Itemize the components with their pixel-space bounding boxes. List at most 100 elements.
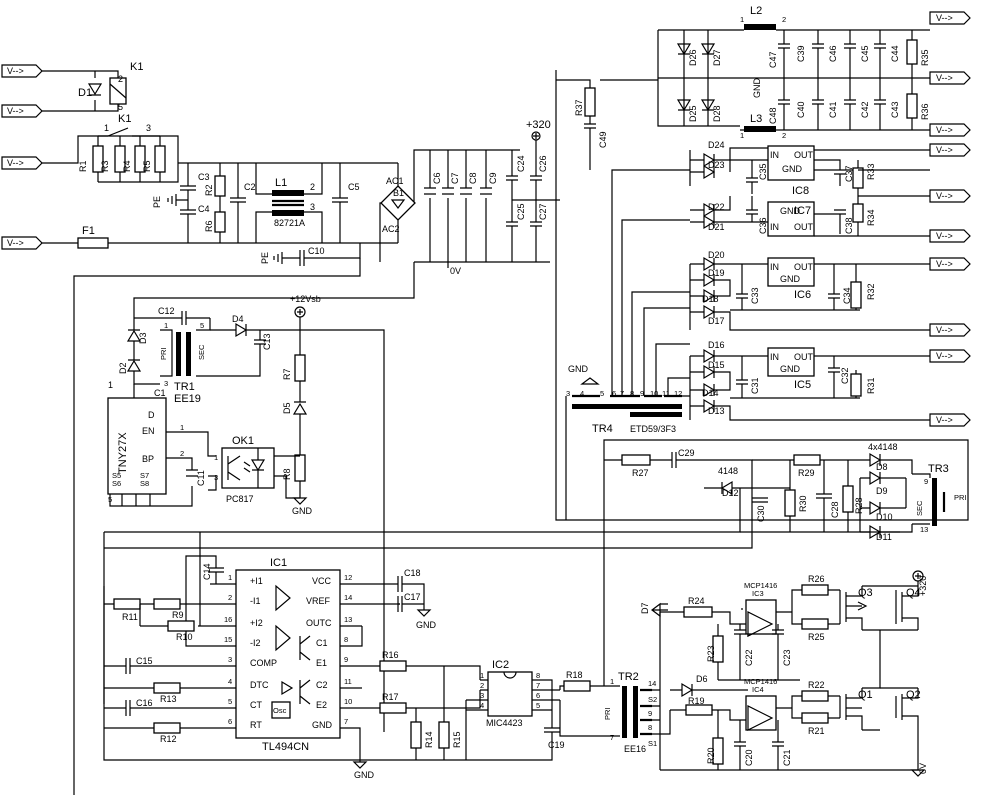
- svg-text:7: 7: [344, 717, 348, 726]
- svg-text:C4: C4: [198, 204, 210, 214]
- bulk-capacitors: C6 C7 C8 C9 0V: [414, 150, 550, 276]
- svg-text:C44: C44: [890, 45, 900, 62]
- svg-text:V-->: V-->: [936, 325, 953, 335]
- svg-text:4: 4: [228, 677, 232, 686]
- svg-text:1: 1: [480, 671, 484, 680]
- svg-text:VCC: VCC: [312, 576, 332, 586]
- svg-text:R27: R27: [632, 468, 649, 478]
- svg-text:C46: C46: [828, 45, 838, 62]
- svg-text:C10: C10: [308, 246, 325, 256]
- svg-text:L3: L3: [750, 113, 762, 125]
- svg-text:3: 3: [228, 655, 232, 664]
- input-connector-line: V-->: [1, 156, 43, 170]
- svg-text:V-->: V-->: [936, 125, 953, 135]
- svg-text:13: 13: [344, 615, 352, 624]
- ic1-left-pins: +I1 -I1 +I2 -I2 COMP DTC CT RT 1 2 16 15…: [224, 573, 277, 730]
- svg-text:6: 6: [612, 389, 616, 398]
- svg-text:14: 14: [344, 593, 352, 602]
- svg-text:R18: R18: [566, 670, 583, 680]
- svg-text:R2: R2: [204, 184, 214, 196]
- capacitor-c16: C16: [104, 698, 210, 716]
- svg-text:D21: D21: [708, 222, 725, 232]
- svg-text:C29: C29: [678, 448, 695, 458]
- svg-text:F1: F1: [82, 225, 95, 237]
- svg-text:C27: C27: [538, 203, 548, 220]
- resistors-r14-r15: R14 R15: [410, 666, 462, 760]
- svg-text:0V: 0V: [918, 763, 928, 774]
- svg-text:R5: R5: [142, 160, 152, 172]
- svg-text:D12: D12: [722, 488, 739, 498]
- svg-text:D4: D4: [232, 314, 244, 324]
- svg-text:S1: S1: [648, 739, 657, 748]
- svg-text:B1: B1: [393, 188, 404, 198]
- relay-k1-coil: K1 2 5: [42, 61, 143, 112]
- svg-text:R31: R31: [866, 377, 876, 394]
- svg-text:V-->: V-->: [936, 351, 953, 361]
- svg-text:1: 1: [610, 677, 614, 686]
- svg-text:TNY27X: TNY27X: [117, 432, 129, 474]
- svg-text:TR4: TR4: [592, 423, 613, 435]
- svg-text:R23: R23: [706, 645, 716, 662]
- svg-text:C2: C2: [316, 680, 328, 690]
- capacitor-c11: C11: [186, 469, 206, 486]
- capacitor-c28: C28: [816, 460, 840, 532]
- svg-text:C25: C25: [516, 203, 526, 220]
- svg-text:2: 2: [180, 449, 184, 458]
- svg-text:D9: D9: [876, 486, 888, 496]
- svg-text:9: 9: [344, 655, 348, 664]
- svg-text:GND: GND: [752, 78, 762, 99]
- svg-text:5: 5: [118, 102, 123, 112]
- svg-text:D7: D7: [640, 602, 650, 614]
- resistor-r8: R8 GND: [282, 454, 313, 516]
- svg-text:D13: D13: [708, 406, 725, 416]
- svg-text:OUT: OUT: [794, 262, 814, 272]
- ic-tny27x: TNY27X D EN BP S5 S6 S7 S8 C1 1 2 5: [107, 384, 217, 507]
- svg-text:R6: R6: [204, 220, 214, 232]
- svg-text:C40: C40: [796, 101, 806, 118]
- svg-text:ETD59/3F3: ETD59/3F3: [630, 424, 676, 434]
- diode-d1: D1: [78, 83, 103, 99]
- svg-text:D8: D8: [876, 462, 888, 472]
- svg-text:IN: IN: [770, 150, 779, 160]
- diode-array-d8-d11: 4x4148 D8 D9 D10 D11: [856, 442, 913, 542]
- svg-text:V-->: V-->: [936, 73, 953, 83]
- svg-text:R4: R4: [122, 160, 132, 172]
- svg-text:R24: R24: [688, 596, 705, 606]
- svg-text:1: 1: [180, 423, 184, 432]
- standby-rail: +12Vsb: [290, 294, 321, 355]
- svg-text:V-->: V-->: [7, 106, 24, 116]
- svg-text:S6: S6: [112, 479, 121, 488]
- svg-text:TR1: TR1: [174, 381, 195, 393]
- svg-text:GND: GND: [782, 164, 803, 174]
- svg-text:3: 3: [566, 389, 570, 398]
- svg-text:8: 8: [344, 635, 348, 644]
- svg-text:2: 2: [228, 593, 232, 602]
- svg-text:C48: C48: [768, 107, 778, 124]
- resistor-r16: R16: [366, 650, 481, 680]
- svg-text:C16: C16: [136, 698, 153, 708]
- input-connector-k1-a: V-->: [1, 64, 43, 78]
- svg-text:IN: IN: [770, 262, 779, 272]
- svg-text:IC3: IC3: [752, 589, 764, 598]
- svg-text:R22: R22: [808, 680, 825, 690]
- svg-text:IC5: IC5: [794, 379, 811, 391]
- svg-text:3: 3: [480, 691, 484, 700]
- svg-text:R12: R12: [160, 734, 177, 744]
- svg-text:7: 7: [536, 681, 540, 690]
- regulator-ic8: IN OUT GND IC8 D24 D23 C35 C37 R33: [689, 140, 930, 197]
- svg-text:S5: S5: [112, 471, 121, 480]
- svg-text:TR2: TR2: [618, 671, 639, 683]
- ic2-mic4423: IC2 MIC4423 1 2 3 4 5 6 7 8: [465, 659, 560, 760]
- svg-text:OK1: OK1: [232, 435, 254, 447]
- optocoupler-ok1: OK1 PC817 1 3: [214, 435, 300, 504]
- svg-text:V-->: V-->: [936, 13, 953, 23]
- svg-text:TR3: TR3: [928, 463, 949, 475]
- svg-text:D18: D18: [702, 294, 719, 304]
- svg-text:C22: C22: [744, 649, 754, 666]
- svg-text:R35: R35: [920, 49, 930, 66]
- svg-text:C9: C9: [488, 172, 498, 184]
- svg-text:TL494CN: TL494CN: [262, 741, 309, 753]
- svg-text:12: 12: [674, 389, 682, 398]
- svg-text:E1: E1: [316, 658, 327, 668]
- svg-text:2: 2: [310, 182, 315, 192]
